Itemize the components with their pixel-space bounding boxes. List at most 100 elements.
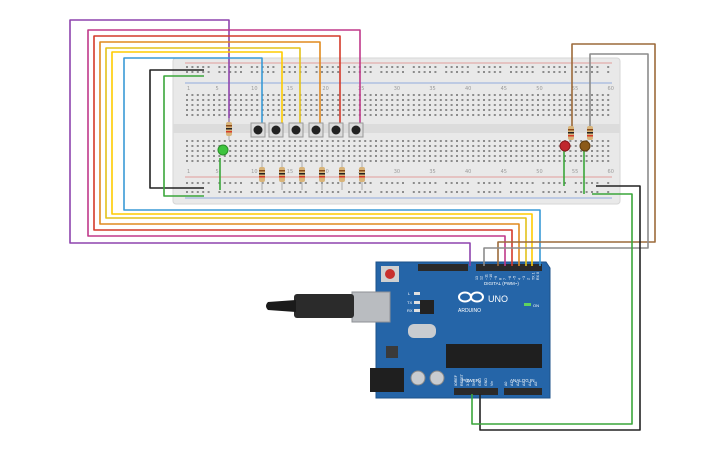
capacitor-2: [429, 370, 445, 386]
wire-yellow-2[interactable]: [111, 51, 533, 266]
column-label: 35: [429, 169, 435, 175]
column-label: 55: [572, 86, 578, 92]
brown-led: [579, 140, 591, 152]
wires: [69, 19, 656, 431]
power-jack: [370, 368, 404, 392]
pin-label: A5: [534, 382, 538, 386]
resistor-6: [359, 160, 365, 190]
wire-purple[interactable]: [69, 19, 471, 266]
analog-header: [504, 388, 542, 395]
pin-label: 4: [517, 278, 521, 280]
column-label: 10: [251, 169, 257, 175]
wire-red[interactable]: [93, 35, 513, 266]
pin-label: ~6: [508, 276, 512, 280]
column-label: 60: [608, 86, 614, 92]
column-label: 60: [608, 169, 614, 175]
regulator: [386, 346, 398, 358]
capacitor-1: [410, 370, 426, 386]
wire-green-right[interactable]: [471, 193, 633, 425]
column-label: 20: [322, 86, 328, 92]
atmega-chip: [446, 344, 542, 368]
wire-blue[interactable]: [123, 57, 541, 266]
pin-label: 2: [527, 278, 531, 280]
pin-label: A3: [522, 382, 526, 386]
resistor-red-led: [568, 126, 574, 140]
breadboard-holes: [186, 66, 610, 193]
wire-black-left[interactable]: [149, 69, 204, 189]
column-label: 30: [394, 169, 400, 175]
arduino-uno-board: UNO ARDUINO DIGITAL (PWM~) POWER ANALOG …: [266, 261, 551, 399]
tx-led: [414, 301, 420, 304]
pin-label: ~3: [522, 276, 526, 280]
pushbutton-3[interactable]: [288, 122, 304, 138]
pin-label: A0: [504, 382, 508, 386]
column-label: 40: [465, 86, 471, 92]
column-label: 40: [465, 169, 471, 175]
pushbutton-2[interactable]: [268, 122, 284, 138]
resistor-1: [259, 160, 265, 190]
pin-label: RESET: [460, 373, 464, 386]
pin-label: TX 1: [531, 272, 535, 280]
resistor-3: [299, 160, 305, 190]
bottom-resistors: [259, 160, 365, 190]
column-label: 25: [358, 86, 364, 92]
column-label: 55: [572, 169, 578, 175]
wire-green-left[interactable]: [163, 75, 204, 197]
pin-label: IOREF: [454, 374, 458, 386]
wire-magenta[interactable]: [87, 29, 506, 266]
l-led: [414, 292, 420, 295]
red-led: [559, 140, 571, 152]
wire-gray[interactable]: [483, 53, 649, 266]
usb-cable: [266, 300, 296, 312]
pin-label: ~11: [484, 274, 488, 280]
digital-header-label: DIGITAL (PWM~): [484, 281, 519, 286]
pushbutton-6[interactable]: [348, 122, 364, 138]
column-label: 50: [536, 169, 542, 175]
power-header-label: POWER: [462, 378, 480, 383]
breadboard-center-channel: [173, 124, 620, 133]
pin-label: 8: [499, 278, 503, 280]
digital-header-right: [476, 264, 542, 271]
wire-brown[interactable]: [497, 43, 656, 266]
column-label: 1: [187, 86, 190, 92]
wire-yellow[interactable]: [105, 47, 527, 266]
breadboard: 1155101015152020252530303535404045455050…: [172, 57, 621, 205]
pin-label: 5V: [472, 381, 476, 386]
pushbutton-5[interactable]: [328, 122, 344, 138]
pushbutton-4[interactable]: [308, 122, 324, 138]
arduino-logo: [458, 291, 484, 303]
resistor-brown-led: [587, 126, 593, 140]
pin-label: A2: [516, 382, 520, 386]
column-label: 5: [216, 86, 219, 92]
pin-label: ~9: [494, 276, 498, 280]
wire-orange[interactable]: [99, 41, 520, 266]
column-label: 20: [322, 169, 328, 175]
pin-label: RX 0: [536, 272, 540, 280]
resistor-2: [279, 160, 285, 190]
pin-label: A1: [510, 382, 514, 386]
usb-port: [351, 291, 391, 323]
column-label: 1: [187, 169, 190, 175]
column-label: 50: [536, 86, 542, 92]
reset-button[interactable]: [385, 269, 395, 279]
column-label: 30: [394, 86, 400, 92]
pin-label: 13: [475, 276, 479, 280]
column-label: 45: [501, 169, 507, 175]
pin-label: GND: [478, 378, 482, 386]
power-header: [454, 388, 498, 395]
column-label: 5: [216, 169, 219, 175]
arduino-model: UNO: [488, 294, 508, 304]
wire-black-right[interactable]: [479, 185, 641, 431]
column-label: 15: [287, 169, 293, 175]
pushbutton-1[interactable]: [250, 122, 266, 138]
pin-label: 12: [480, 276, 484, 280]
resistor-4: [319, 160, 325, 190]
usb-chip: [420, 300, 434, 314]
column-label: 10: [251, 86, 257, 92]
pin-label: ~5: [513, 276, 517, 280]
